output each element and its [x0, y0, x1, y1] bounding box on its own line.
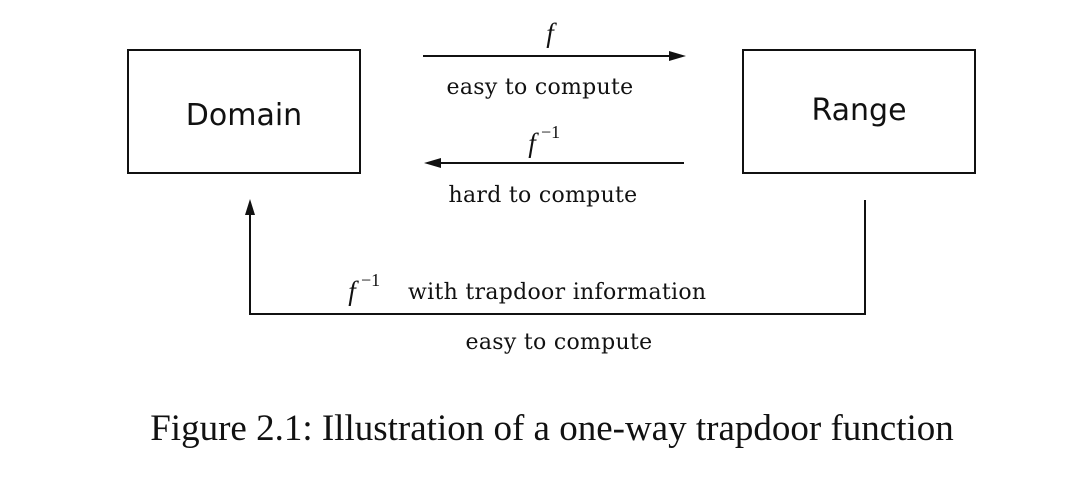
trapdoor-function-exponent: −1 — [361, 270, 380, 290]
forward-function-symbol: f — [546, 18, 557, 48]
inverse-arrow: f −1 hard to compute — [424, 122, 684, 208]
range-label: Range — [811, 93, 906, 128]
inverse-arrowhead — [424, 158, 441, 168]
trapdoor-arrow-label: with trapdoor information — [408, 280, 706, 305]
trapdoor-arrow: f −1 with trapdoor information easy to c… — [245, 199, 866, 355]
range-box — [742, 49, 976, 174]
forward-arrow: f easy to compute — [423, 18, 686, 100]
domain-node: Domain — [127, 49, 361, 174]
trapdoor-arrowhead — [245, 199, 255, 215]
inverse-function-symbol: f — [528, 128, 539, 158]
trapdoor-function-symbol: f — [348, 276, 359, 306]
trapdoor-arrow-caption: easy to compute — [466, 330, 653, 355]
inverse-function-exponent: −1 — [541, 122, 560, 142]
domain-box — [127, 49, 361, 174]
forward-arrowhead — [669, 51, 686, 61]
domain-label: Domain — [186, 98, 302, 133]
trapdoor-arrow-path — [249, 200, 866, 315]
range-node: Range — [742, 49, 976, 174]
inverse-arrow-caption: hard to compute — [449, 183, 638, 208]
forward-arrow-caption: easy to compute — [447, 75, 634, 100]
figure-caption: Figure 2.1: Illustration of a one-way tr… — [150, 408, 954, 449]
